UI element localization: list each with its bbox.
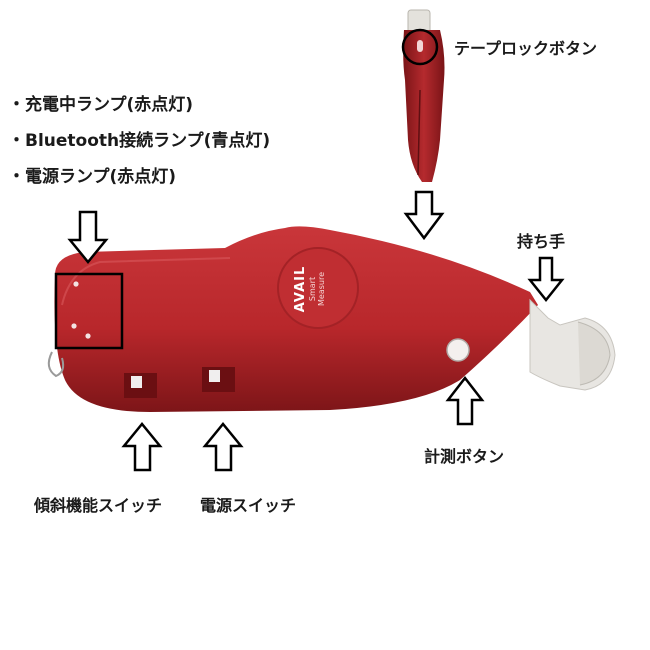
strap-loop (47, 351, 65, 378)
device-top-view (47, 226, 616, 412)
handle-grip (577, 321, 611, 386)
lamp-label-list: 充電中ランプ(赤点灯) Bluetooth接続ランプ(青点灯) 電源ランプ(赤点… (8, 95, 270, 203)
handle-label: 持ち手 (517, 232, 566, 251)
power-lamp (85, 333, 91, 339)
tape-lock-highlight-circle (401, 28, 439, 66)
lamp-label-charging: 充電中ランプ(赤点灯) (8, 95, 270, 131)
tape-lock-arrow-icon (403, 190, 445, 241)
bluetooth-lamp (71, 323, 77, 329)
logo-brand: AVAIL (293, 265, 308, 313)
lamp-label-power: 電源ランプ(赤点灯) (8, 167, 270, 203)
tilt-switch-arrow-icon (121, 422, 163, 472)
logo-product-line2: Measure (317, 272, 326, 306)
measure-button (446, 338, 470, 362)
power-switch-arrow-icon (202, 422, 244, 472)
logo-disc (277, 247, 359, 329)
side-view-body (403, 30, 445, 182)
side-view-seam (417, 89, 421, 176)
tape-lock-label: テープロックボタン (454, 39, 598, 58)
lamp-label-bluetooth: Bluetooth接続ランプ(青点灯) (8, 131, 270, 167)
device-logo: AVAIL Smart Measure (293, 265, 347, 313)
power-switch-knob (209, 370, 220, 382)
tilt-switch-label: 傾斜機能スイッチ (34, 496, 163, 515)
device-side-view (401, 9, 445, 182)
lamp-arrow-icon (67, 210, 109, 264)
tilt-switch-knob (131, 376, 142, 388)
charging-lamp (73, 281, 79, 287)
handle-arrow-icon (527, 256, 565, 303)
lamp-highlight-box (54, 272, 124, 350)
logo-product-line1: Smart (308, 276, 317, 302)
power-switch-label: 電源スイッチ (200, 496, 297, 515)
tape-lock-button (417, 40, 423, 52)
measure-arrow-icon (445, 375, 485, 426)
measure-button-label: 計測ボタン (424, 447, 505, 466)
